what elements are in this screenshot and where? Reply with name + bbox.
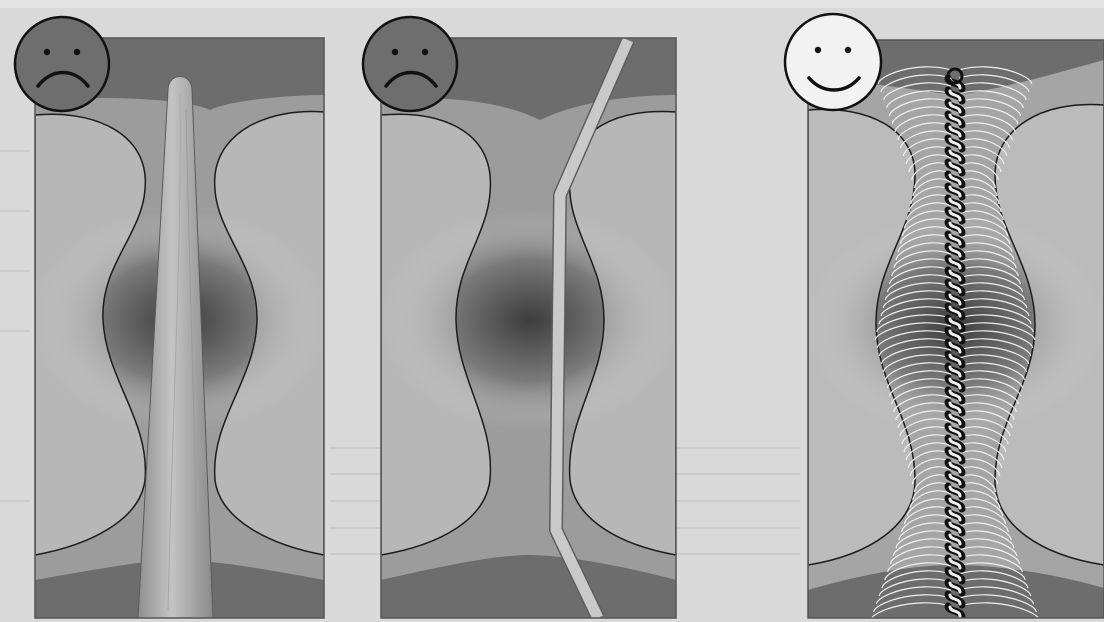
happy-face-icon xyxy=(785,14,881,110)
sad-face-icon xyxy=(15,17,109,111)
panel-1 xyxy=(30,38,330,618)
panel-3 xyxy=(805,40,1104,620)
top-strip xyxy=(0,0,1104,8)
panel-2 xyxy=(380,38,680,618)
sad-face-icon xyxy=(363,17,457,111)
